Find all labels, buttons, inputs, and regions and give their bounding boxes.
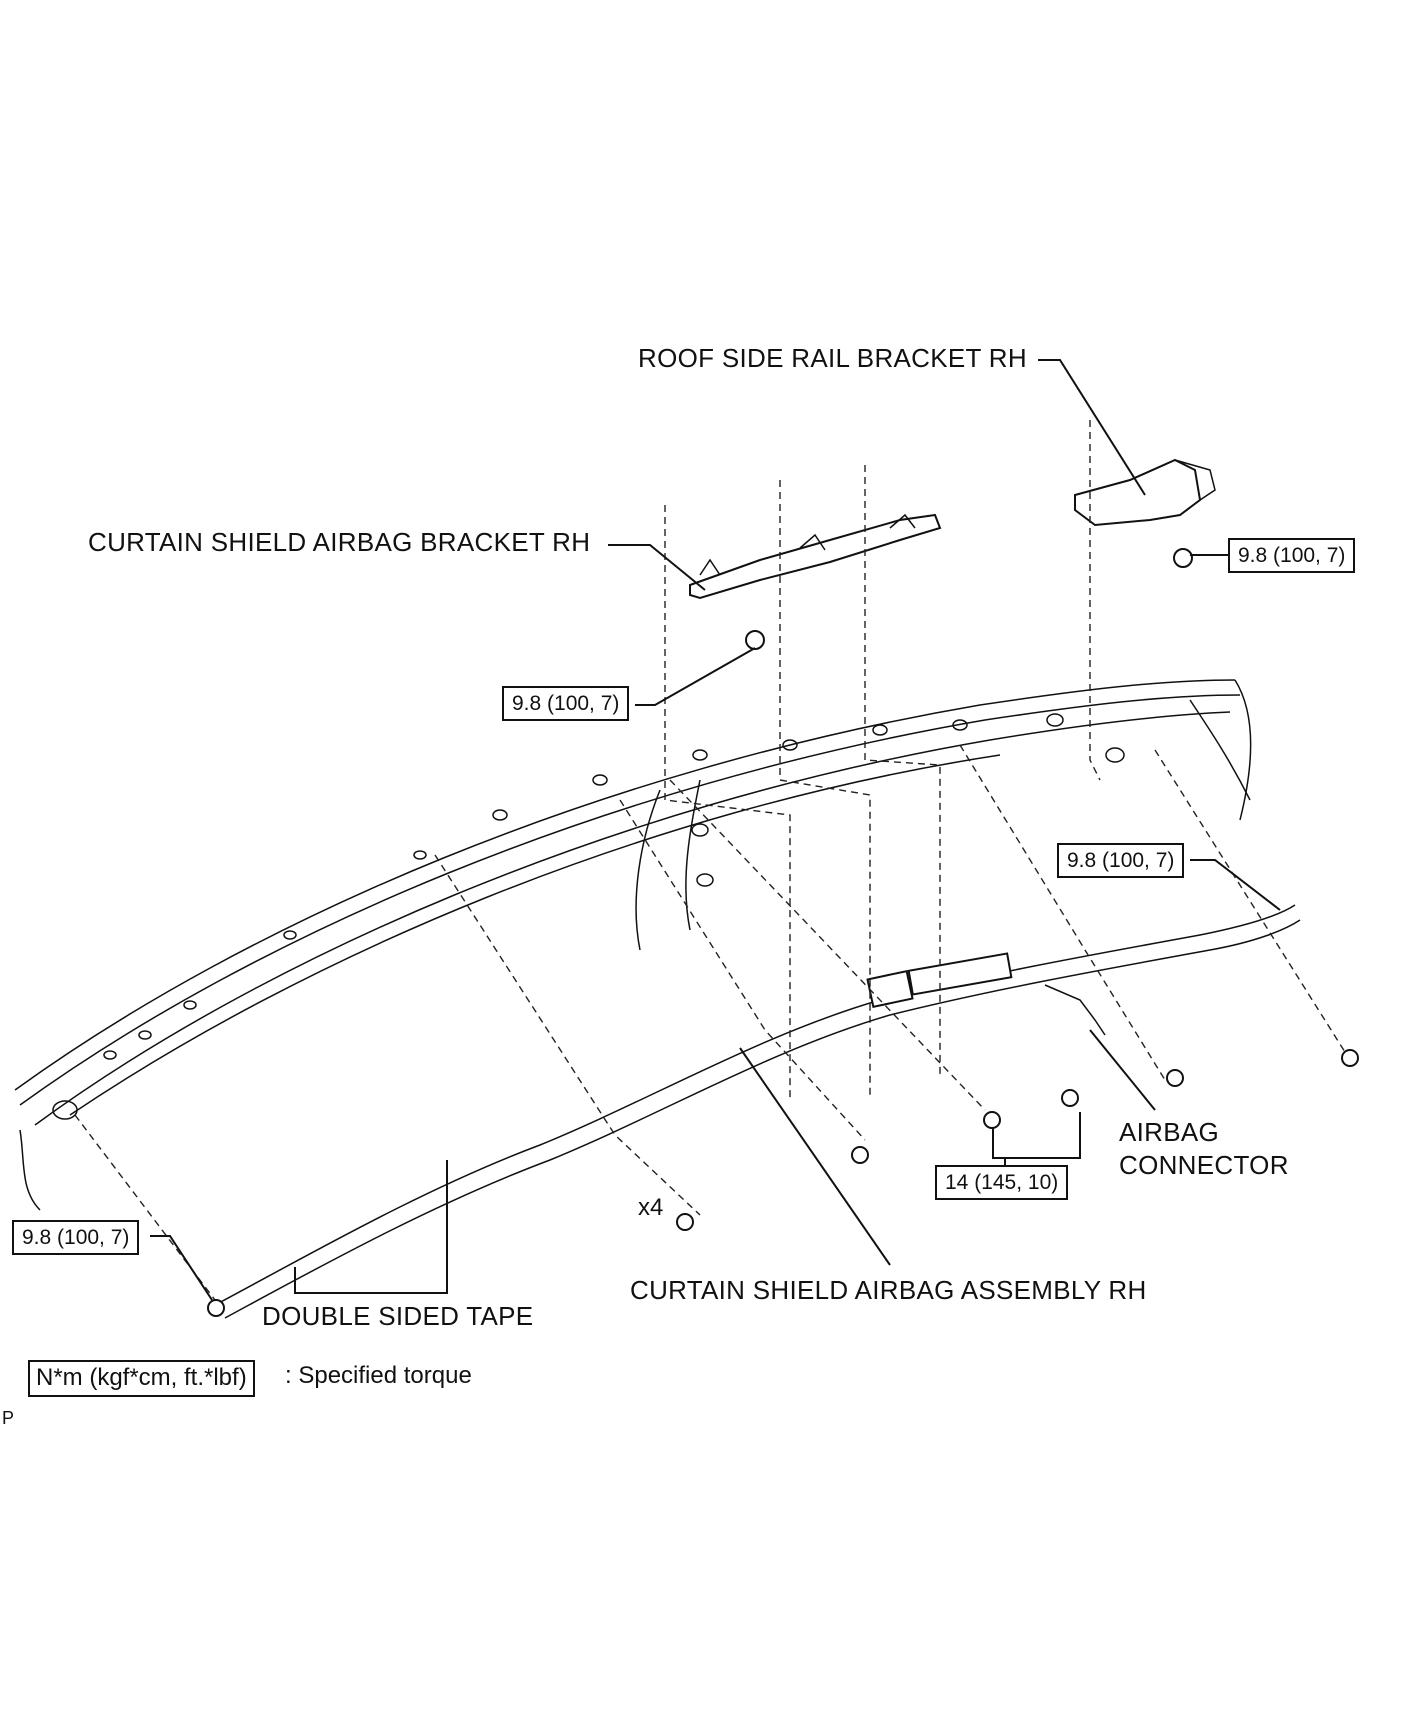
airbag-connector-label-line1: AIRBAG <box>1119 1117 1220 1147</box>
torque-box-roof-bracket: 9.8 (100, 7) <box>1228 538 1356 574</box>
bolt-quantity-label: x4 <box>638 1194 664 1221</box>
roof-side-rail-bracket-label: ROOF SIDE RAIL BRACKET RH <box>638 343 1027 373</box>
leader-lines <box>150 359 1281 1301</box>
curtain-airbag-assembly-label: CURTAIN SHIELD AIRBAG ASSEMBLY RH <box>630 1275 1147 1305</box>
curtain-airbag-bracket-label: CURTAIN SHIELD AIRBAG BRACKET RH <box>88 527 591 557</box>
legend-note: : Specified torque <box>285 1362 472 1389</box>
roof-side-rail <box>14 679 1252 1211</box>
bolts <box>207 548 1359 1317</box>
curtain-airbag-bracket <box>689 513 942 600</box>
roof-side-rail-bracket <box>1074 458 1216 527</box>
torque-box-curtain-bracket: 9.8 (100, 7) <box>502 686 630 722</box>
double-sided-tape-label: DOUBLE SIDED TAPE <box>262 1301 534 1331</box>
figure-code: P <box>2 1408 15 1428</box>
airbag-connector-label-line2: CONNECTOR <box>1119 1150 1289 1180</box>
torque-box-rear-end: 9.8 (100, 7) <box>1057 843 1185 879</box>
legend-unit-box: N*m (kgf*cm, ft.*lbf) <box>28 1360 255 1397</box>
curtain-airbag-assembly <box>214 904 1301 1319</box>
torque-box-inflator-bolts: 14 (145, 10) <box>935 1165 1069 1201</box>
torque-box-front-end: 9.8 (100, 7) <box>12 1220 140 1256</box>
